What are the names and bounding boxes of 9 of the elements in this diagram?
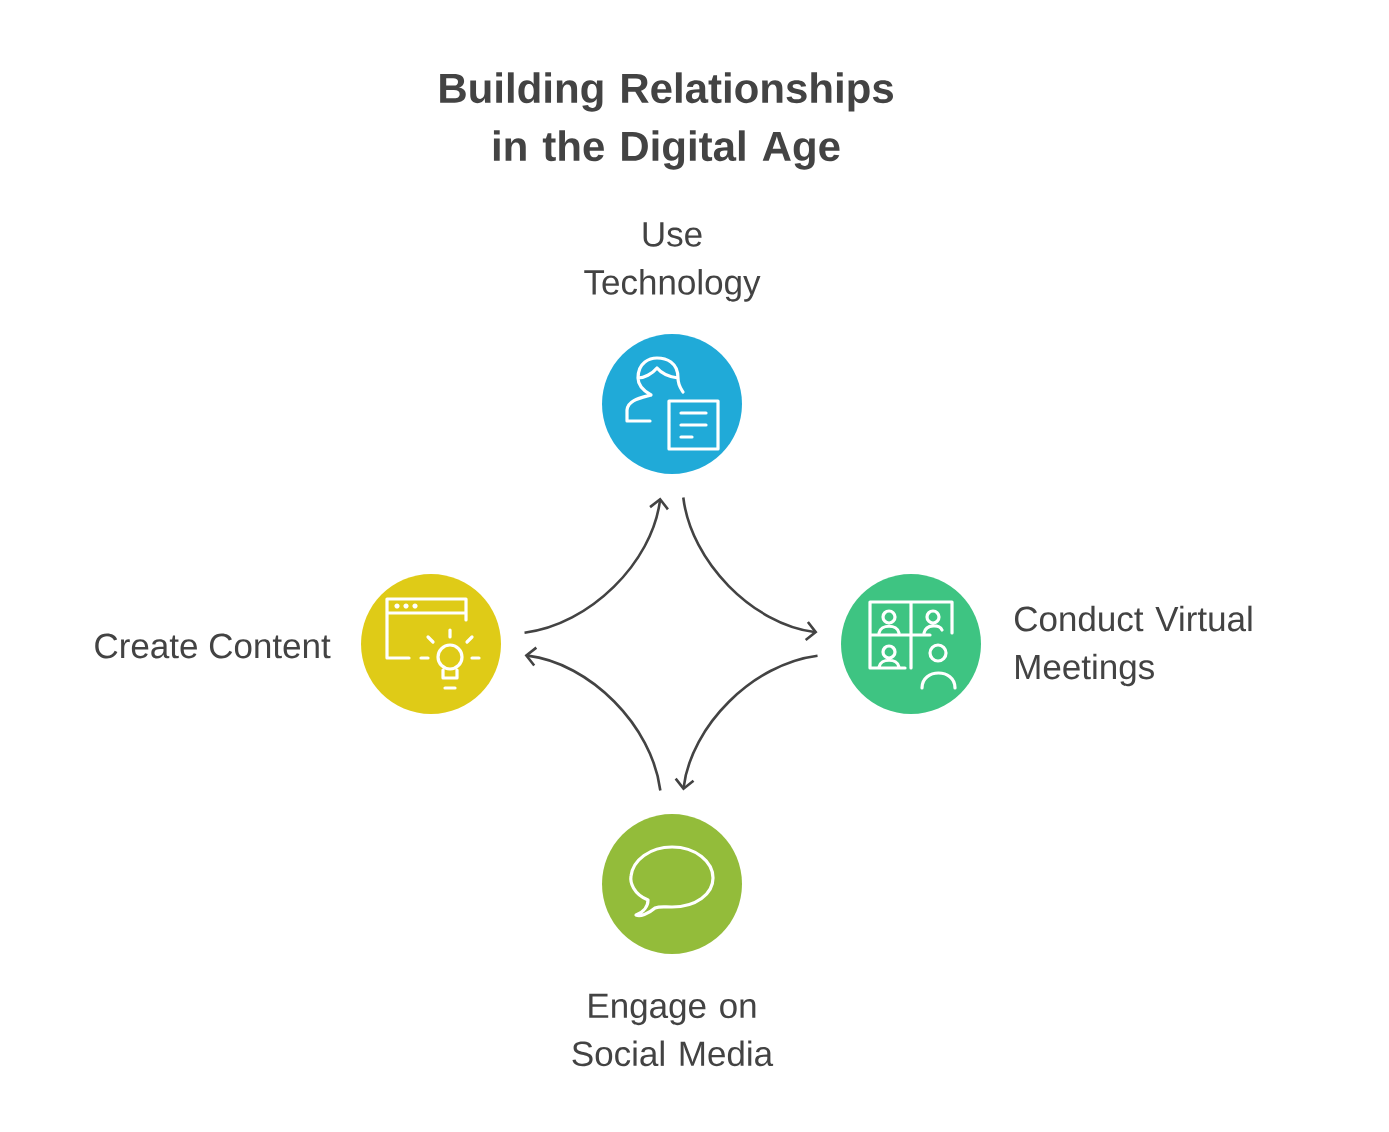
arrow <box>682 497 818 641</box>
arrow <box>674 654 818 791</box>
step-label: Create Content <box>95 633 331 659</box>
arrow <box>524 497 669 634</box>
title: Building Relationships in the Digital Age <box>440 72 893 170</box>
step-label: Conduct Virtual Meetings <box>1015 605 1252 687</box>
step-label: Engage on Social Media <box>572 993 774 1067</box>
step-label: Use Technology <box>584 222 761 302</box>
arrow <box>524 646 662 791</box>
